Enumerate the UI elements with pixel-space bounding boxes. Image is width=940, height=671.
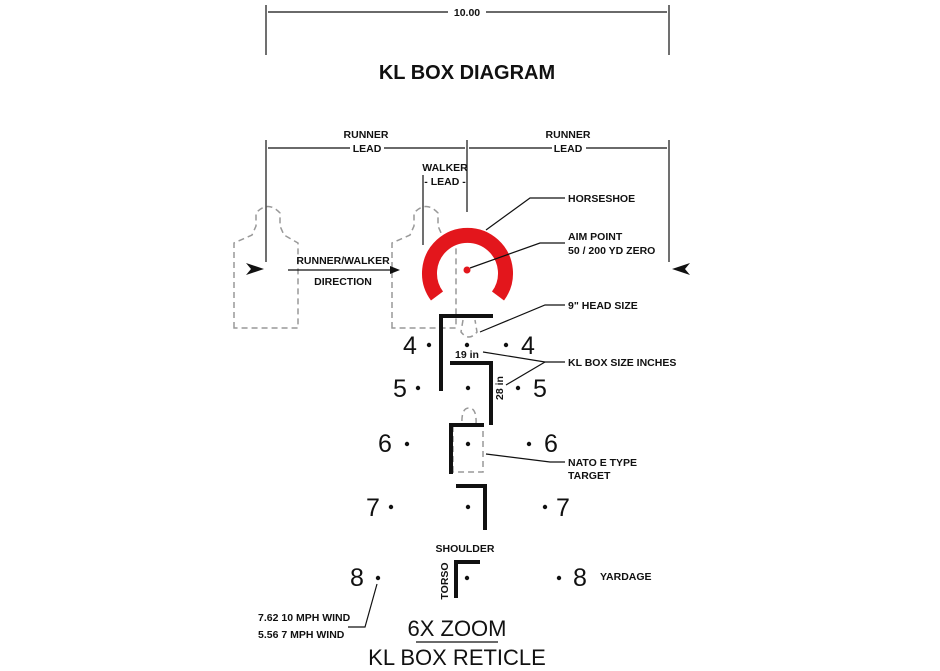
top-dimension: 10.00 [265,5,670,55]
aim-point-dot [463,266,471,274]
direction-label-1: RUNNER/WALKER [296,255,390,267]
lead-dimensions: RUNNER LEAD RUNNER LEAD WALKER - LEAD - [265,129,670,262]
yardage-7-left: 7 [366,494,380,522]
kl-box-7 [456,484,487,530]
wind-label-1: 7.62 10 MPH WIND [258,612,351,624]
yardage-5-right: 5 [533,375,547,403]
yardage-label: YARDAGE [600,571,652,583]
box-width-label: 19 in [455,349,479,361]
row-5: 5 5 [393,375,547,403]
yardage-5-left: 5 [393,375,407,403]
yardage-6-right: 6 [544,430,558,458]
torso-label: TORSO [439,562,451,599]
runner-lead-right-1: RUNNER [546,129,591,141]
nato-label-1: NATO E TYPE [568,457,637,469]
kl-box-6 [449,423,484,474]
runner-lead-right-2: LEAD [554,143,583,155]
horseshoe-label: HORSESHOE [568,193,635,205]
yardage-4-right: 4 [521,332,535,360]
dimension-label: 10.00 [454,7,480,19]
wind-label-2: 5.56 7 MPH WIND [258,629,345,641]
head-outline [460,319,478,338]
box-height-label: 28 in [494,376,506,400]
nato-target-outline [452,407,484,473]
runner-lead-left-1: RUNNER [344,129,389,141]
target-silhouette-left [233,205,299,329]
kl-box-4 [439,314,493,391]
row-6: 6 6 [378,430,558,458]
row-8: 8 8 [350,564,587,592]
walker-lead-2: - LEAD - [424,176,466,188]
kl-box-8 [454,560,480,598]
kl-box-size-label: KL BOX SIZE INCHES [568,357,676,369]
reticle-name: KL BOX RETICLE [368,645,546,670]
walker-lead-1: WALKER [422,162,468,174]
nato-label-2: TARGET [568,470,611,482]
chevron-left-icon [672,263,690,275]
shoulder-label: SHOULDER [436,543,495,555]
horseshoe [422,227,513,301]
direction-label-2: DIRECTION [314,276,372,288]
runner-lead-left-2: LEAD [353,143,382,155]
arrow-head-icon [390,266,400,274]
diagram-title: KL BOX DIAGRAM [379,62,555,84]
row-7: 7 7 [366,494,570,522]
aim-point-label-1: AIM POINT [568,231,623,243]
yardage-6-left: 6 [378,430,392,458]
head-size-label: 9" HEAD SIZE [568,300,638,312]
yardage-8-left: 8 [350,564,364,592]
kl-box-5 [450,361,493,425]
chevron-right-icon [246,263,264,275]
yardage-7-right: 7 [556,494,570,522]
yardage-4-left: 4 [403,332,417,360]
yardage-8-right: 8 [573,564,587,592]
target-silhouette-center [391,205,457,329]
zoom-label: 6X ZOOM [407,616,506,641]
row-4: 4 4 [403,332,535,360]
aim-point-label-2: 50 / 200 YD ZERO [568,245,655,257]
